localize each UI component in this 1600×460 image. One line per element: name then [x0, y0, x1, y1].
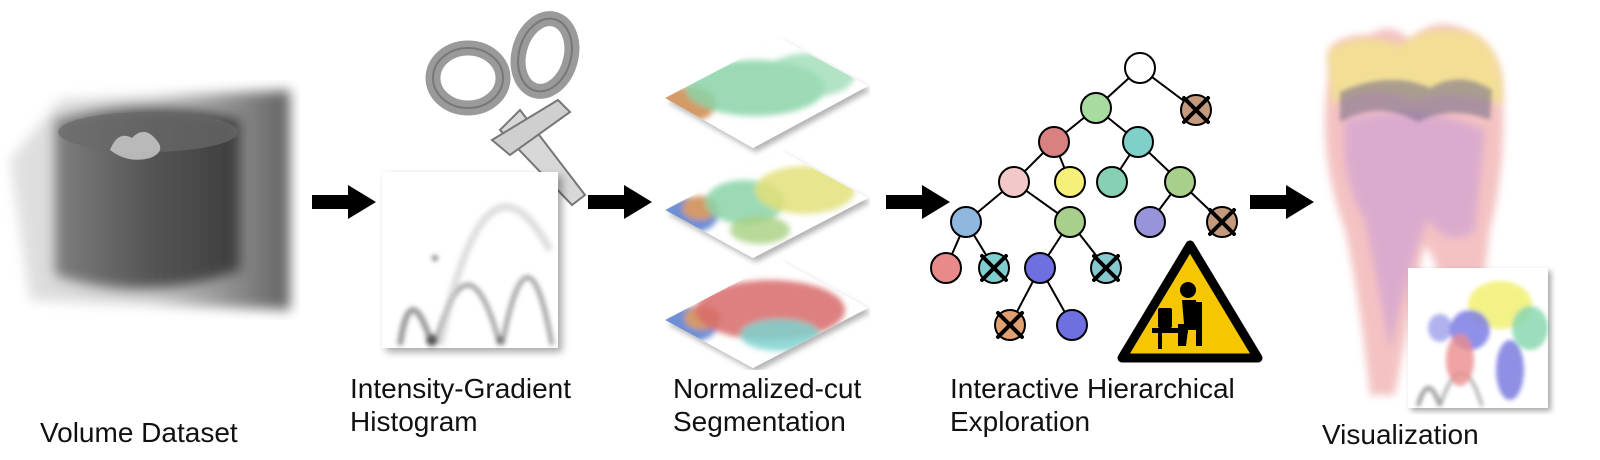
histogram-label: Intensity-Gradient Histogram [350, 372, 571, 438]
arrow-icon [588, 185, 654, 219]
volume-dataset-image [0, 80, 300, 320]
tree-node[interactable] [950, 206, 982, 238]
arrow-icon [312, 185, 378, 219]
volume-dataset-label-line: Volume Dataset [40, 417, 238, 448]
visualization-label-line: Visualization [1322, 419, 1479, 450]
visualization-image [1300, 10, 1580, 415]
tree-node[interactable] [1024, 252, 1056, 284]
tree-node[interactable] [1054, 206, 1086, 238]
tree-node[interactable] [1124, 52, 1156, 84]
computer-user-icon [1152, 282, 1202, 349]
exploration-label-line: Exploration [950, 406, 1091, 437]
warning-sign-icon [1117, 240, 1263, 363]
histogram-stage [380, 0, 590, 360]
tree-node[interactable] [930, 252, 962, 284]
tree-node[interactable] [1056, 309, 1088, 341]
tree-node[interactable] [1080, 92, 1112, 124]
tree-node[interactable] [1038, 126, 1070, 158]
tree-node[interactable] [1122, 126, 1154, 158]
tree-node[interactable] [998, 166, 1030, 198]
tree-node[interactable] [1164, 166, 1196, 198]
tree-node[interactable] [1134, 206, 1166, 238]
arrow-icon [886, 185, 952, 219]
segmentation-label-line: Normalized-cut [673, 373, 862, 404]
tree-node[interactable] [1054, 166, 1086, 198]
tree-node[interactable] [1096, 166, 1128, 198]
segmentation-label-line: Segmentation [673, 406, 846, 437]
visualization-label: Visualization [1322, 418, 1479, 451]
segmentation-label: Normalized-cut Segmentation [673, 372, 861, 438]
cross-mark-icon [980, 96, 1236, 339]
exploration-label-line: Interactive Hierarchical [950, 373, 1235, 404]
hierarchy-tree [920, 40, 1265, 370]
histogram-label-line: Intensity-Gradient [350, 373, 571, 404]
volume-dataset-label: Volume Dataset [40, 416, 238, 449]
arrow-icon [1250, 185, 1316, 219]
segmentation-stack [660, 30, 870, 370]
histogram-label-line: Histogram [350, 406, 478, 437]
exploration-label: Interactive Hierarchical Exploration [950, 372, 1235, 438]
scissors-icon [425, 11, 587, 207]
